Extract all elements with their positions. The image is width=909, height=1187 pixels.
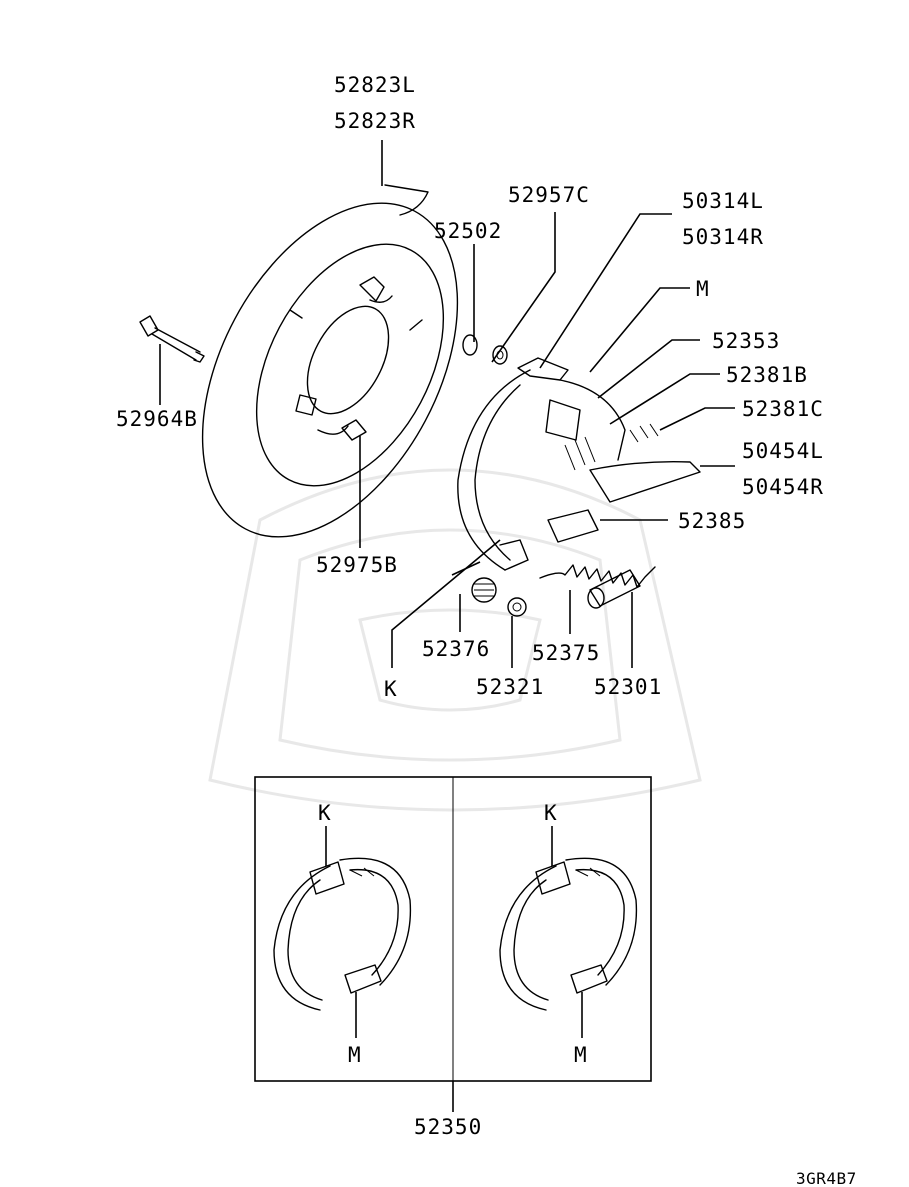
label-52385: 52385 — [678, 509, 746, 533]
brake-shoe-exploded — [457, 357, 701, 571]
label-K-left: K — [318, 801, 332, 825]
label-M-right: M — [574, 1043, 588, 1067]
label-50454L: 50454L — [742, 439, 824, 463]
label-52957C: 52957C — [508, 183, 590, 207]
label-52353: 52353 — [712, 329, 780, 353]
label-52975B: 52975B — [316, 553, 398, 577]
leader-lines — [159, 140, 735, 668]
label-50454R: 50454R — [742, 475, 824, 499]
label-52381C: 52381C — [742, 397, 824, 421]
label-52376: 52376 — [422, 637, 490, 661]
label-52321: 52321 — [476, 675, 544, 699]
label-M-left: M — [348, 1043, 362, 1067]
spring-52375 — [539, 564, 656, 588]
nut-52321 — [507, 597, 527, 617]
bolt-52964B — [139, 315, 205, 363]
label-M-top: M — [696, 277, 710, 301]
label-52823R: 52823R — [334, 109, 416, 133]
label-52301: 52301 — [594, 675, 662, 699]
label-50314L: 50314L — [682, 189, 764, 213]
label-52964B: 52964B — [116, 407, 198, 431]
backing-plate — [201, 184, 459, 538]
clip-52502 — [462, 334, 478, 356]
watermark-emblem — [208, 468, 702, 812]
kit-shoe-left — [273, 857, 412, 1011]
label-52350: 52350 — [414, 1115, 482, 1139]
label-K-right: K — [544, 801, 558, 825]
diagram-code: 3GR4B7 — [796, 1169, 857, 1187]
kit-shoe-right — [499, 857, 638, 1011]
adjuster-52376 — [471, 577, 497, 603]
adjuster-52301 — [587, 569, 641, 609]
label-50314R: 50314R — [682, 225, 764, 249]
washer-52957C — [492, 345, 508, 365]
label-52375: 52375 — [532, 641, 600, 665]
kit-box-52350 — [254, 776, 652, 1112]
label-52823L: 52823L — [334, 73, 416, 97]
label-52502: 52502 — [434, 219, 502, 243]
label-K-top: K — [384, 677, 398, 701]
label-52381B: 52381B — [726, 363, 808, 387]
